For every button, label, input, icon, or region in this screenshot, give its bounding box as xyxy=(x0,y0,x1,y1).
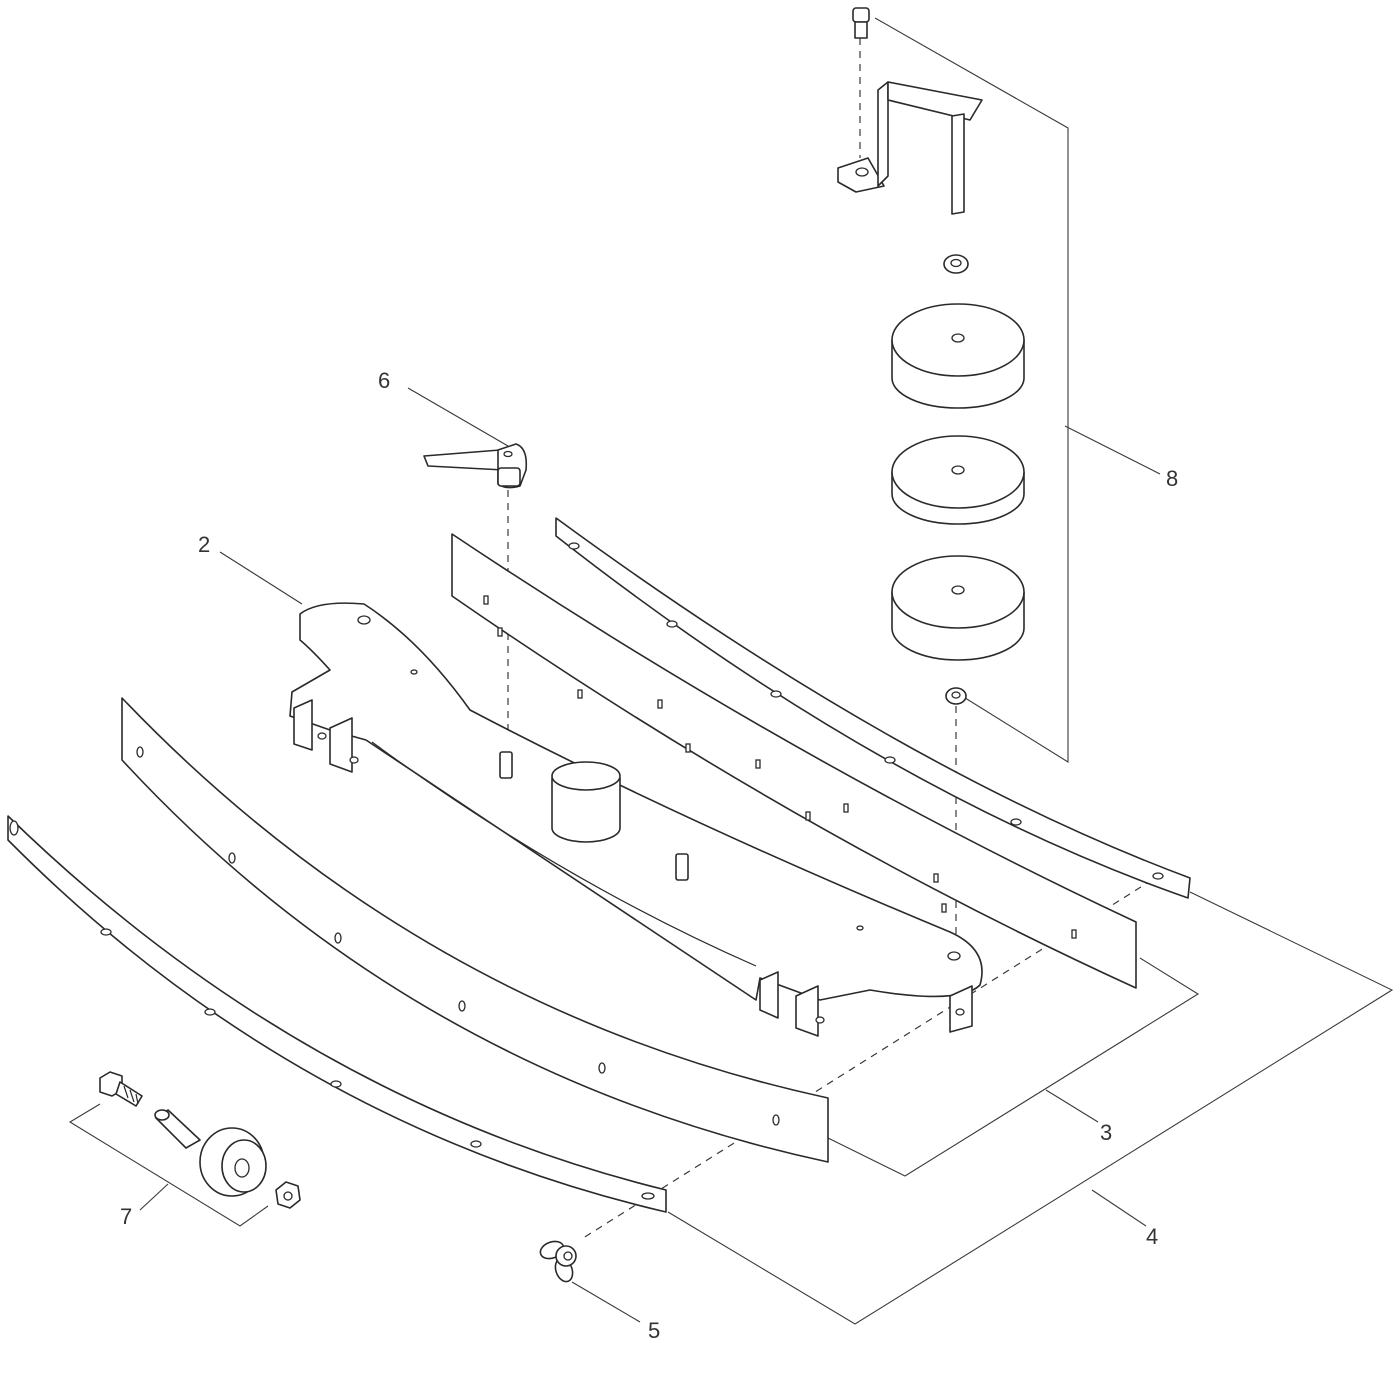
weight-disc-icon xyxy=(891,555,1025,661)
caster-wheel-kit xyxy=(99,1071,301,1209)
cap-screw-icon xyxy=(852,7,870,39)
front-squeegee-blade xyxy=(121,697,829,1163)
washer-icon xyxy=(943,254,969,274)
weight-disc-icon xyxy=(891,303,1025,409)
locking-lever-icon xyxy=(423,443,528,489)
leader-3 xyxy=(1045,1089,1099,1123)
callout-3: 3 xyxy=(1100,1120,1112,1145)
leader-4 xyxy=(1091,1189,1147,1227)
washer-icon xyxy=(945,687,967,705)
front-curved-strip xyxy=(7,815,667,1213)
leader-5 xyxy=(571,1281,641,1323)
mounting-bracket-icon xyxy=(837,81,983,215)
wing-nut-icon xyxy=(539,1240,577,1283)
lock-nut-icon xyxy=(275,1181,301,1209)
spacer-sleeve-icon xyxy=(154,1109,201,1149)
rear-squeegee-blade xyxy=(451,533,1137,989)
wheel-icon xyxy=(199,1127,267,1197)
axis-wingnut xyxy=(579,879,1153,1241)
bracket-line-8 xyxy=(874,17,1069,763)
pin-icon xyxy=(675,853,689,881)
hex-bolt-icon xyxy=(99,1071,143,1107)
pin-icon xyxy=(499,751,513,779)
leader-7 xyxy=(139,1183,169,1211)
bracket-line-3 xyxy=(827,957,1200,1177)
squeegee-frame xyxy=(289,602,983,1037)
callout-5: 5 xyxy=(648,1318,660,1343)
leader-8 xyxy=(1064,425,1161,475)
leader-2 xyxy=(219,551,303,605)
weight-disc-icon xyxy=(891,435,1025,525)
callout-2: 2 xyxy=(198,532,210,557)
callout-7: 7 xyxy=(120,1204,132,1229)
assembly-bracket-lines xyxy=(68,17,1394,1325)
rear-curved-strip xyxy=(555,517,1191,899)
bushing-icon xyxy=(551,761,621,843)
weight-stack-assembly xyxy=(837,7,1025,705)
callout-leaders xyxy=(139,387,1161,1323)
callout-4: 4 xyxy=(1146,1224,1158,1249)
leader-6 xyxy=(407,387,509,447)
callout-labels: 6 2 8 3 4 5 7 xyxy=(120,368,1178,1343)
callout-8: 8 xyxy=(1166,466,1178,491)
bracket-line-7 xyxy=(68,1103,269,1227)
bracket-line-4 xyxy=(667,891,1394,1325)
callout-6: 6 xyxy=(378,368,390,393)
